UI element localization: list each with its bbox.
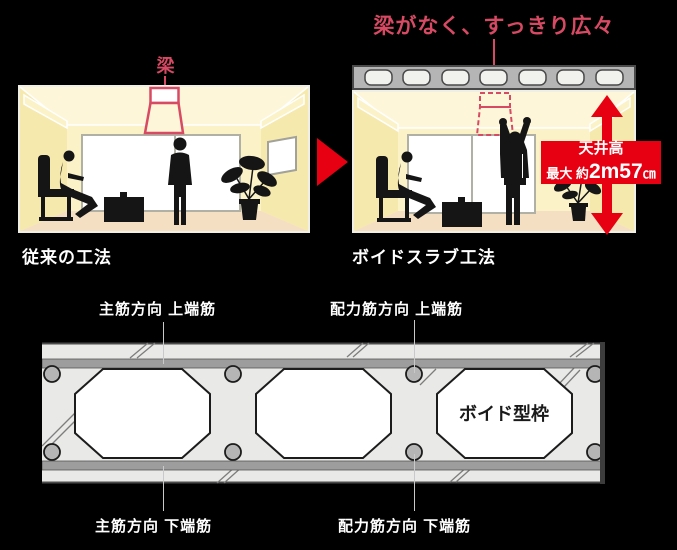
ceiling-height-title: 天井高 xyxy=(578,140,624,157)
ceiling-height-value: 最大 約2m57㎝ xyxy=(546,159,656,183)
after-caption: ボイドスラブ工法 xyxy=(352,248,496,267)
cheering-man-silhouette xyxy=(499,117,531,225)
leader-main-bottom xyxy=(163,466,164,511)
room-before-illustration xyxy=(18,85,310,233)
before-caption: 従来の工法 xyxy=(22,248,112,267)
plant-silhouette xyxy=(221,155,277,220)
beam-leader-line xyxy=(164,76,166,87)
armchair-silhouette xyxy=(376,156,412,222)
sitting-woman-silhouette xyxy=(397,151,436,219)
void-octagons xyxy=(74,368,573,459)
beam-label: 梁 xyxy=(156,56,175,76)
leader-dist-bottom xyxy=(414,454,415,511)
slab-cross-section: ボイド型枠 xyxy=(42,342,605,484)
void-slab-top xyxy=(352,65,636,90)
ceiling-height-callout: 天井高 最大 約2m57㎝ xyxy=(541,140,661,184)
transition-arrow-icon xyxy=(317,138,348,186)
leader-dist-top xyxy=(414,320,415,373)
table-silhouette xyxy=(104,192,144,222)
leader-main-top xyxy=(163,322,164,364)
label-main-direction-top-rebar: 主筋方向 上端筋 xyxy=(99,301,217,318)
slab-right-edge xyxy=(600,342,605,484)
slab-void-holes xyxy=(364,69,624,86)
bottom-rebar-band xyxy=(42,460,603,471)
standing-man-silhouette xyxy=(168,137,192,225)
after-heading: 梁がなく、すっきり広々 xyxy=(373,15,615,38)
silhouettes-before xyxy=(38,137,277,225)
sitting-woman-silhouette xyxy=(59,150,98,218)
table-silhouette xyxy=(442,197,482,227)
label-main-direction-bottom-rebar: 主筋方向 下端筋 xyxy=(95,518,213,535)
label-dist-direction-bottom-rebar: 配力筋方向 下端筋 xyxy=(338,518,472,535)
beam-shape xyxy=(143,86,185,135)
armchair-silhouette xyxy=(38,155,74,221)
picture-frame xyxy=(267,135,297,177)
void-form-label: ボイド型枠 xyxy=(459,403,549,424)
top-rebar-band xyxy=(42,358,603,369)
label-dist-direction-top-rebar: 配力筋方向 上端筋 xyxy=(330,301,464,318)
